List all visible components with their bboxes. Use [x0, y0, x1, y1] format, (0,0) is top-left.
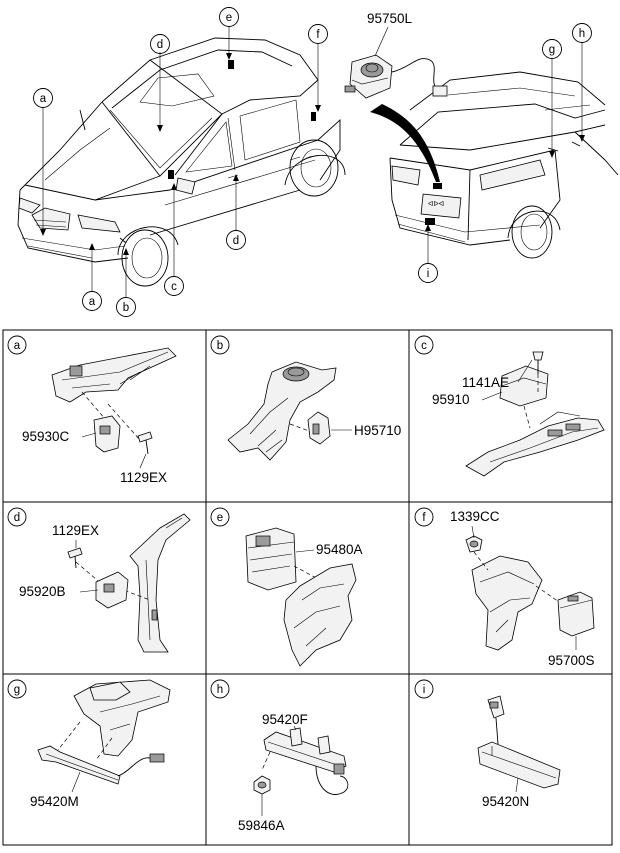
panel-d-letter: d: [7, 507, 27, 527]
panel-b-letter: b: [210, 335, 230, 355]
front-car-leaders: [40, 26, 321, 298]
svg-text:b: b: [217, 340, 223, 352]
svg-text:e: e: [226, 12, 232, 24]
panel-e-label-0: 95480A: [316, 542, 363, 557]
callout-d-top: d: [150, 34, 170, 54]
panel-e-letter: e: [210, 507, 230, 527]
svg-text:h: h: [217, 684, 223, 696]
panel-letters: a b c d e f g h i: [7, 335, 434, 699]
panel-d-drawing: [67, 513, 191, 653]
panel-g-letter: g: [7, 679, 27, 699]
module-pointer-arrow: [370, 104, 440, 182]
panel-d-label-0: 1129EX: [52, 523, 99, 538]
svg-text:f: f: [316, 29, 320, 41]
svg-text:b: b: [123, 302, 129, 314]
panel-i-letter: i: [414, 679, 434, 699]
panel-e-drawing: [245, 527, 357, 667]
callout-i-bottom: i: [418, 263, 438, 283]
rear-car-illustration: ᐊᐅᐊ: [389, 71, 619, 259]
callout-d-bottom: d: [226, 230, 246, 250]
callout-c-bottom: c: [164, 276, 184, 296]
badge-text: ᐊᐅᐊ: [428, 201, 444, 208]
svg-text:c: c: [421, 340, 427, 352]
panel-f-label-1: 95700S: [548, 653, 595, 668]
callout-b-bottom: b: [116, 297, 136, 317]
panel-c-letter: c: [414, 335, 434, 355]
panel-g-drawing: [37, 679, 171, 785]
panel-a-drawing: [51, 347, 177, 455]
callout-h-top: h: [572, 23, 592, 43]
panel-h-label-0: 95420F: [262, 712, 308, 727]
callout-f-top: f: [308, 24, 328, 44]
panel-a-label-1: 1129EX: [120, 470, 167, 485]
front-car-illustration: [17, 37, 346, 287]
callout-e-top: e: [219, 7, 239, 27]
callout-a-bottom: a: [82, 291, 102, 311]
panel-a-label-0: 95930C: [22, 429, 70, 444]
svg-text:h: h: [579, 28, 585, 40]
module-95750L: [344, 54, 448, 99]
callout-g-top: g: [542, 39, 562, 59]
panel-b-drawing: [227, 361, 337, 461]
panel-h-letter: h: [210, 679, 230, 699]
panel-d-label-1: 95920B: [19, 584, 66, 599]
panel-g-label-0: 95420M: [30, 794, 79, 809]
panel-c-label-1: 95910: [432, 392, 470, 407]
panel-c-drawing: [465, 351, 605, 477]
panel-h-drawing: [253, 727, 349, 795]
panel-f-letter: f: [414, 507, 434, 527]
svg-text:a: a: [89, 296, 96, 308]
svg-text:i: i: [423, 684, 426, 696]
svg-text:a: a: [40, 93, 47, 105]
svg-text:c: c: [171, 281, 177, 293]
panel-a-letter: a: [7, 335, 27, 355]
overview-callouts: a d e f a b c d g h i: [33, 7, 592, 317]
svg-text:g: g: [549, 44, 555, 56]
svg-text:g: g: [14, 684, 20, 696]
callout-a-top: a: [33, 88, 53, 108]
svg-text:d: d: [233, 235, 239, 247]
panel-i-drawing: [477, 695, 561, 789]
svg-text:a: a: [14, 340, 21, 352]
panel-grid: [2, 329, 613, 846]
svg-text:i: i: [427, 268, 430, 280]
svg-text:d: d: [14, 512, 20, 524]
svg-text:d: d: [157, 39, 163, 51]
panel-h-label-1: 59846A: [238, 818, 285, 833]
panel-c-label-0: 1141AE: [462, 375, 509, 390]
panel-i-label-0: 95420N: [482, 794, 529, 809]
panel-b-label-0: H95710: [354, 423, 401, 438]
panel-f-drawing: [465, 535, 595, 651]
svg-text:f: f: [422, 512, 426, 524]
panel-f-label-0: 1339CC: [450, 509, 500, 524]
svg-text:e: e: [217, 512, 223, 524]
part-number-95750L: 95750L: [367, 11, 413, 26]
